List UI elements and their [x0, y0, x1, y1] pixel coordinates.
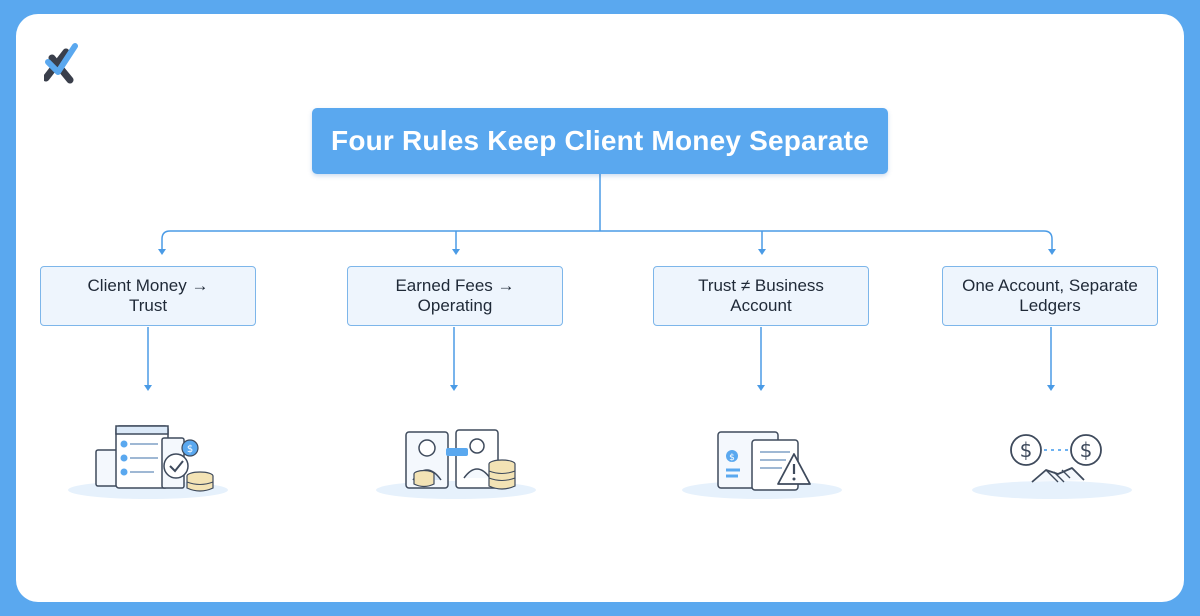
rule-line-2: Trust: [128, 296, 168, 315]
svg-text:$: $: [729, 453, 735, 463]
dollar-handshake-icon: $ $: [972, 434, 1132, 499]
rule-line-1: One Account, Separate: [962, 276, 1138, 295]
svg-text:$: $: [1020, 438, 1033, 462]
rule-line-2: Account: [730, 296, 792, 315]
rule-line-2: Ledgers: [1019, 296, 1081, 315]
arrow-head: [1048, 249, 1056, 255]
rule-line-1: Earned Fees →: [395, 276, 515, 295]
arrow-head: [1047, 385, 1055, 391]
svg-text:$: $: [187, 444, 193, 455]
documents-checklist-coins-icon: $: [68, 425, 228, 499]
rule-box-client-money: Client Money →Trust: [40, 266, 256, 326]
rule-line-2: Operating: [417, 296, 493, 315]
people-transfer-coins-icon: [376, 429, 536, 499]
brand-logo-icon: [44, 43, 78, 84]
arrow-head: [757, 385, 765, 391]
rule-line-1: Trust ≠ Business: [698, 276, 824, 295]
arrow-head: [144, 385, 152, 391]
svg-text:$: $: [1080, 438, 1093, 462]
statement-warning-icon: $: [682, 431, 842, 499]
arrow-head: [450, 385, 458, 391]
arrow-head: [758, 249, 766, 255]
diagram-title: Four Rules Keep Client Money Separate: [312, 108, 888, 174]
arrow-head: [452, 249, 460, 255]
arrow-head: [158, 249, 166, 255]
rule-line-1: Client Money →: [87, 276, 209, 295]
rule-box-earned-fees: Earned Fees →Operating: [347, 266, 563, 326]
